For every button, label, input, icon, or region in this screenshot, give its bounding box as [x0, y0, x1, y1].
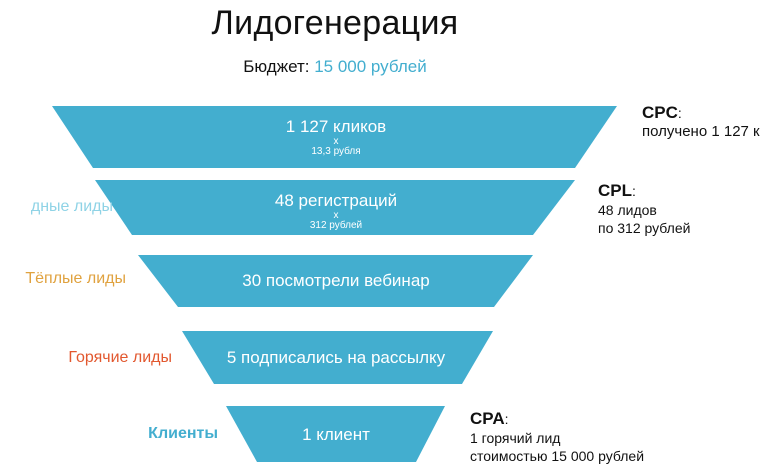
stage-2-text: 48 регистраций x 312 рублей	[186, 191, 486, 231]
note-cpl-line2: по 312 рублей	[598, 220, 691, 236]
note-cpl: CPL: 48 лидов по 312 рублей	[598, 181, 690, 237]
funnel-stage-3	[138, 255, 533, 307]
note-cpa-line2: стоимостью 15 000 рублей	[470, 448, 645, 464]
note-cpc-head: CPC	[642, 103, 678, 122]
stage-1-multiplier: x	[333, 136, 339, 147]
lead-label-hot: Горячие лиды	[68, 349, 172, 366]
stage-1-text: 1 127 кликов x 13,3 рубля	[186, 117, 486, 157]
stage-1-sub: 13,3 рубля	[311, 146, 361, 157]
stage-4-text: 5 подписались на рассылку	[226, 348, 446, 367]
stage-2-multiplier: x	[333, 210, 339, 221]
budget-line: Бюджет: 15 000 рублей	[0, 57, 670, 77]
stage-3-text: 30 посмотрели вебинар	[242, 271, 430, 290]
note-cpc-colon: :	[677, 105, 682, 121]
lead-label-cold: дные лиды	[30, 198, 113, 215]
stage-5-text: 1 клиент	[302, 425, 370, 444]
budget-label: Бюджет:	[243, 57, 315, 76]
budget-value: 15 000 рублей	[314, 57, 427, 76]
funnel-stage-1	[52, 106, 617, 168]
note-cpa: CPA: 1 горячий лид стоимостью 15 000 руб…	[470, 409, 644, 465]
stage-2-sub: 312 рублей	[309, 220, 363, 231]
funnel-stage-2	[95, 180, 575, 235]
note-cpl-colon: :	[632, 183, 636, 199]
note-cpl-line1: 48 лидов	[598, 202, 657, 218]
funnel-stage-4	[182, 331, 493, 384]
note-cpa-colon: :	[504, 411, 509, 427]
lead-label-clients: Клиенты	[148, 425, 218, 442]
stage-2-main: 48 регистраций	[274, 191, 398, 210]
page-title: Лидогенерация	[211, 4, 459, 42]
funnel-stage-5	[226, 406, 445, 462]
note-cpc: CPC: получено 1 127 к	[642, 103, 780, 141]
note-cpl-head: CPL	[598, 181, 632, 200]
note-cpc-line1: получено 1 127 к	[642, 123, 760, 140]
note-cpa-head: CPA	[470, 409, 505, 428]
lead-label-warm: Тёплые лиды	[25, 270, 126, 287]
stage-1-main: 1 127 кликов	[285, 117, 387, 136]
note-cpa-line1: 1 горячий лид	[470, 430, 561, 446]
